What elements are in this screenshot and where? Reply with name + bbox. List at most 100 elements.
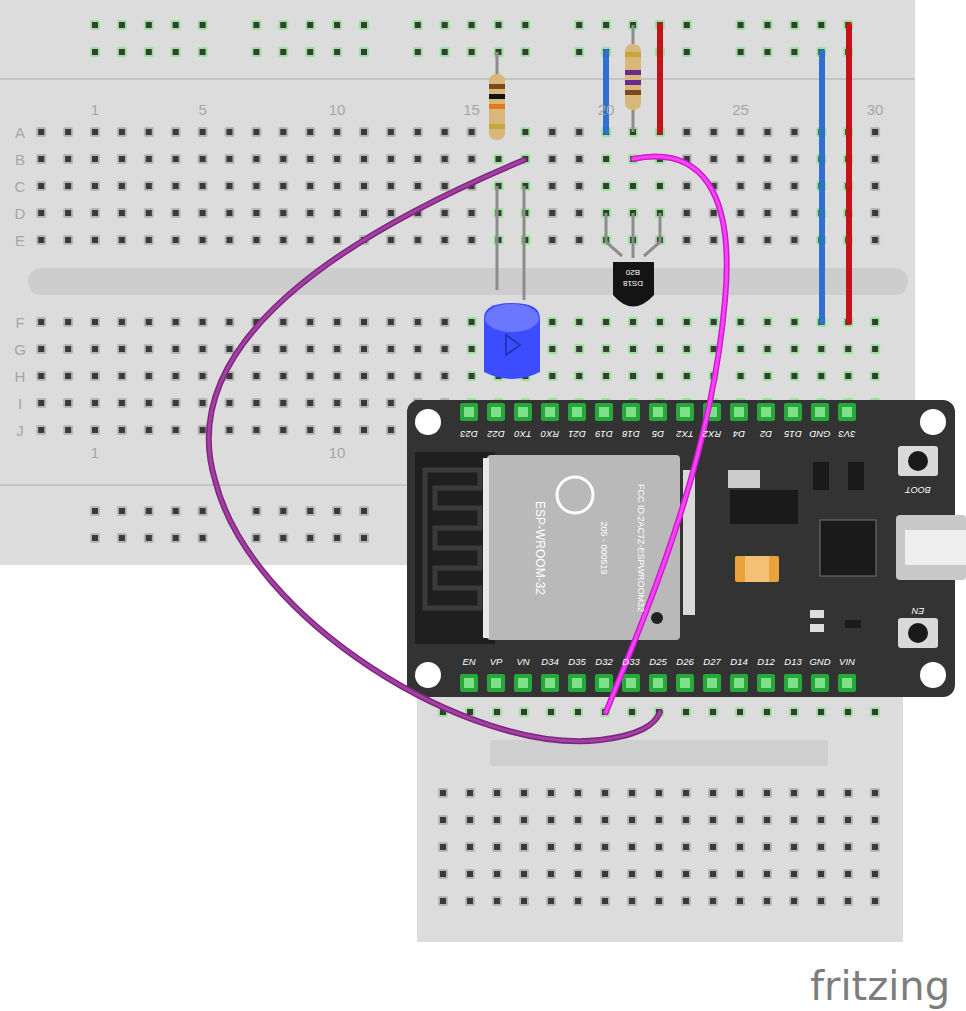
pin-name: D21 [568,429,585,439]
row-letter: H [15,369,26,384]
breadboard-hole [738,346,744,352]
breadboard-hole [278,398,288,408]
breadboard-hole [144,371,154,381]
breadboard-hole [657,346,663,352]
sensor-marking: B20 [626,268,640,276]
breadboard-hole [200,49,206,55]
breadboard-hole [573,707,583,717]
breadboard-hole [200,129,206,135]
breadboard-hole [681,707,691,717]
header-pin [838,403,856,421]
breadboard-hole [573,815,583,825]
breadboard-hole [146,156,152,162]
header-pin [487,403,505,421]
breadboard-hole [765,319,771,325]
breadboard-hole [870,208,880,218]
column-number: 10 [329,445,346,460]
breadboard-hole [359,127,369,137]
breadboard-hole [576,183,582,189]
header-pin [514,403,532,421]
row-letter: I [18,396,22,411]
breadboard-hole [307,373,313,379]
breadboard-hole [253,535,259,541]
breadboard-hole [359,506,369,516]
breadboard-hole [305,398,315,408]
breadboard-hole [63,154,73,164]
breadboard-hole [870,842,880,852]
breadboard-hole [575,871,581,877]
header-pin [784,674,802,692]
breadboard-hole [92,156,98,162]
breadboard-hole [63,371,73,381]
breadboard-hole [440,181,450,191]
breadboard-hole [440,47,450,57]
breadboard-hole [818,871,824,877]
breadboard-hole [173,427,179,433]
breadboard-hole [227,156,233,162]
breadboard-hole [469,129,475,135]
breadboard-hole [173,22,179,28]
breadboard-hole [253,183,259,189]
jumper-wire [606,157,727,712]
breadboard-hole [711,237,717,243]
breadboard-hole [576,210,582,216]
breadboard-hole [388,183,394,189]
pin-name: GND [809,657,830,667]
breadboard-hole [38,400,44,406]
breadboard-hole [117,317,127,327]
breadboard-hole [818,373,824,379]
breadboard-hole [791,129,797,135]
breadboard-hole [573,788,583,798]
breadboard-hole [681,869,691,879]
breadboard-hole [442,49,448,55]
breadboard-hole [251,127,261,137]
header-pin [572,407,582,417]
breadboard-hole [576,319,582,325]
breadboard-hole [791,22,797,28]
breadboard-hole [332,20,342,30]
breadboard-hole [736,208,746,218]
breadboard-hole [573,842,583,852]
breadboard-hole [628,317,638,327]
breadboard-hole [574,344,584,354]
breadboard-hole [627,815,637,825]
breadboard-hole [200,210,206,216]
breadboard-hole [738,129,744,135]
breadboard-hole [36,154,46,164]
breadboard-hole [361,319,367,325]
row-letter: F [15,315,24,330]
breadboard-hole [684,22,690,28]
breadboard-hole [171,533,181,543]
breadboard-hole [870,896,880,906]
breadboard-hole [280,400,286,406]
pin-name: D27 [703,657,720,667]
breadboard-hole [388,156,394,162]
breadboard-hole [546,869,556,879]
breadboard-hole [117,235,127,245]
breadboard-hole [38,237,44,243]
breadboard-hole [708,707,718,717]
header-pin [761,678,771,688]
header-pin [568,403,586,421]
breadboard-hole [117,127,127,137]
breadboard-hole [547,235,557,245]
breadboard-hole [492,869,502,879]
pin-name: D13 [784,657,801,667]
header-pin [703,674,721,692]
breadboard-hole [762,788,772,798]
breadboard-hole [765,183,771,189]
breadboard-hole [225,235,235,245]
breadboard-hole [307,400,313,406]
breadboard-hole [253,427,259,433]
breadboard-hole [762,896,772,906]
breadboard-hole [90,235,100,245]
breadboard-hole [171,425,181,435]
breadboard-hole [198,398,208,408]
breadboard-hole [332,181,342,191]
breadboard-hole [173,373,179,379]
breadboard-hole [765,156,771,162]
breadboard-hole [117,154,127,164]
breadboard-hole [762,869,772,879]
breadboard-hole [442,210,448,216]
breadboard-hole [467,817,473,823]
